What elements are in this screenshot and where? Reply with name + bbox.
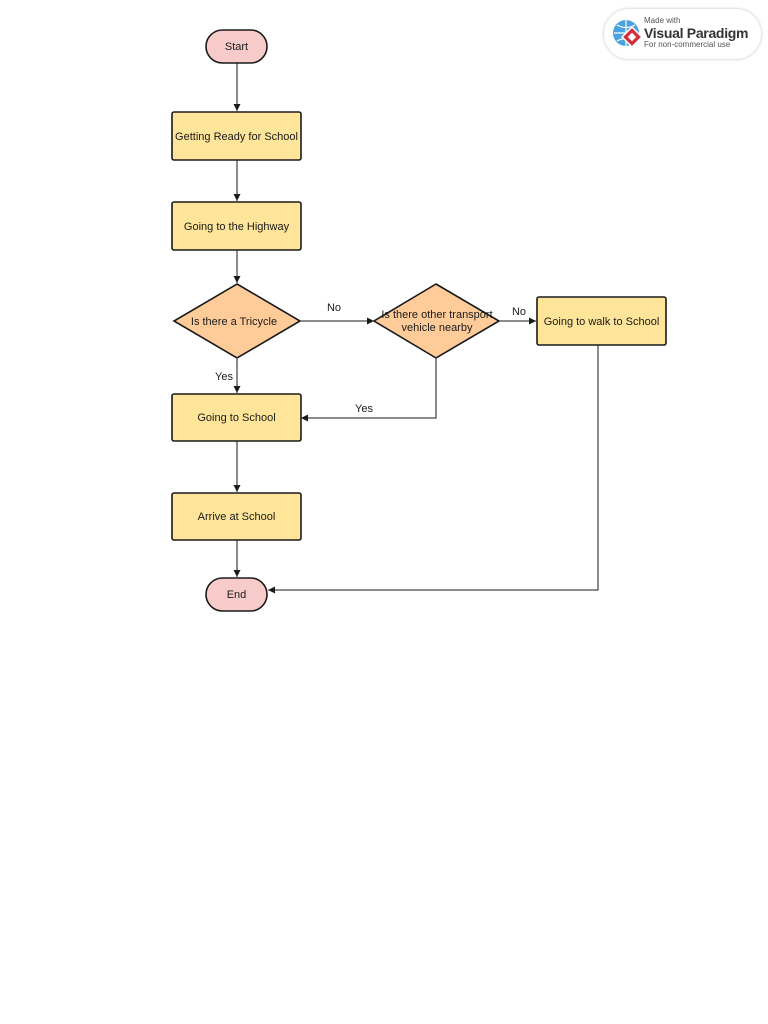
edge-label-other-yes: Yes [355,403,373,415]
watermark-badge: Made with Visual Paradigm For non-commer… [604,9,761,59]
node-end[interactable]: End [205,577,268,612]
node-decision-other-line2: vehicle nearby [402,322,473,334]
node-decision-tricycle[interactable]: Is there a Tricycle [172,283,302,359]
process-shape [171,111,302,161]
terminal-shape [205,29,268,64]
node-going-to-highway[interactable]: Going to the Highway [171,201,302,251]
node-start-label: Start [225,41,248,53]
decision-shape [372,283,501,359]
visual-paradigm-logo-icon [613,20,643,48]
process-shape [536,296,667,346]
watermark-made-with: Made with [644,16,681,25]
node-decision-other-transport[interactable]: Is there other transport vehicle nearby [372,283,501,359]
node-getting-ready-label: Getting Ready for School [175,131,298,143]
node-arrive-at-school-label: Arrive at School [198,511,276,523]
edge-label-other-no: No [512,306,526,318]
process-shape [171,492,302,541]
edge-other-yes [301,358,437,422]
process-shape [171,393,302,442]
node-going-to-school[interactable]: Going to School [171,393,302,442]
edge-label-tricycle-yes: Yes [215,371,233,383]
process-shape [171,201,302,251]
terminal-shape [205,577,268,612]
edge-label-tricycle-no: No [327,302,341,314]
edges [233,63,599,594]
node-decision-tricycle-label: Is there a Tricycle [191,316,277,328]
edge-walk-to-end [268,345,599,594]
node-getting-ready[interactable]: Getting Ready for School [171,111,302,161]
watermark-note: For non-commercial use [644,40,731,49]
node-end-label: End [227,589,247,601]
decision-shape [172,283,302,359]
watermark-brand: Visual Paradigm [644,25,749,41]
node-arrive-at-school[interactable]: Arrive at School [171,492,302,541]
node-decision-other-line1: Is there other transport [381,309,492,321]
node-start[interactable]: Start [205,29,268,64]
watermark-text: Made with Visual Paradigm For non-commer… [644,17,748,49]
node-going-to-highway-label: Going to the Highway [184,221,290,233]
node-walk-to-school[interactable]: Going to walk to School [536,296,667,346]
node-walk-to-school-label: Going to walk to School [544,316,660,328]
node-going-to-school-label: Going to School [197,412,275,424]
